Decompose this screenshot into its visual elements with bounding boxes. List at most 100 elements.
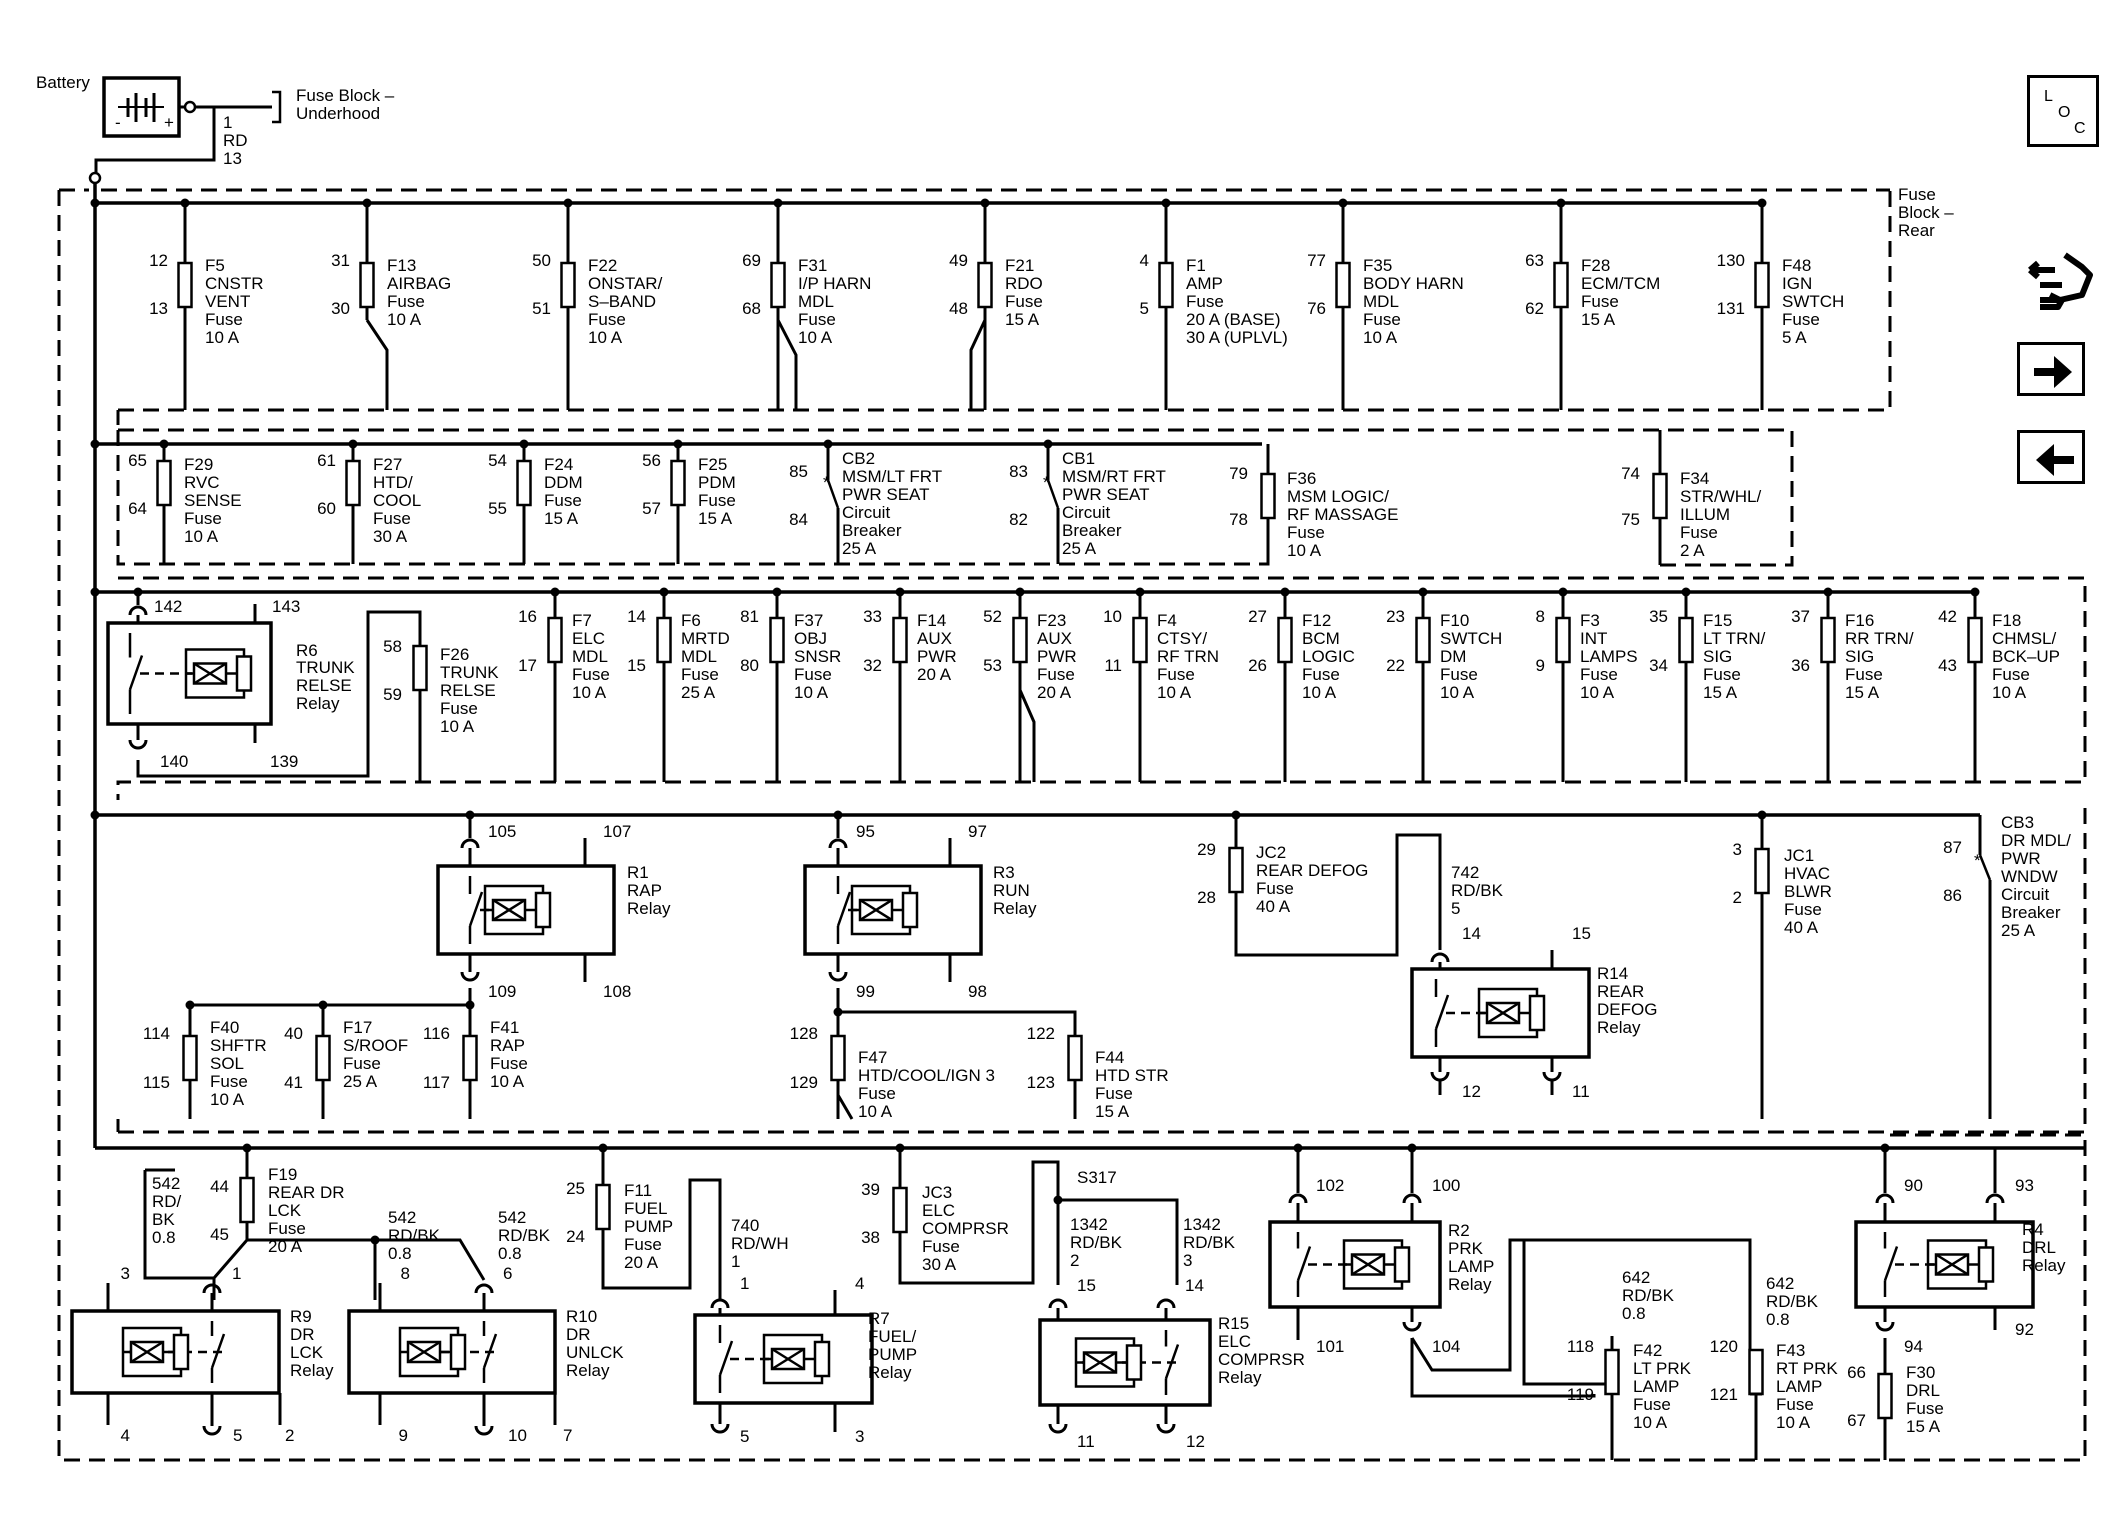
previous-page-button[interactable] bbox=[2017, 430, 2085, 484]
wire bbox=[1978, 854, 1992, 881]
label-f21: F21 bbox=[1005, 256, 1034, 275]
label-f6: Fuse bbox=[681, 665, 719, 684]
pin-number-f17: 40 bbox=[284, 1024, 303, 1043]
label-f6: F6 bbox=[681, 611, 701, 630]
label-f41: F41 bbox=[490, 1018, 519, 1037]
next-page-button[interactable] bbox=[2017, 342, 2085, 396]
label-r1: R1 bbox=[627, 863, 649, 882]
connector-symbol bbox=[128, 605, 148, 616]
pin-number-r7: 4 bbox=[855, 1274, 864, 1293]
battery-terminal: - bbox=[115, 113, 121, 132]
label-f43: 10 A bbox=[1776, 1413, 1811, 1432]
label-f4: Fuse bbox=[1157, 665, 1195, 684]
relay-resistor-branch bbox=[1926, 1239, 1988, 1290]
fuse-jc3 bbox=[892, 1186, 908, 1234]
splice-dot bbox=[370, 1235, 380, 1245]
label-f5: CNSTR bbox=[205, 274, 264, 293]
label-f5: 10 A bbox=[205, 328, 240, 347]
pin-number-r9: 5 bbox=[233, 1426, 242, 1445]
pin-number-r10: 10 bbox=[508, 1426, 527, 1445]
connector-symbol bbox=[474, 1425, 494, 1436]
label-f12: LOGIC bbox=[1302, 647, 1355, 666]
label-f26: F26 bbox=[440, 645, 469, 664]
connector-view-button[interactable] bbox=[2020, 245, 2100, 330]
pin-number-f21: 48 bbox=[949, 299, 968, 318]
label-f11: FUEL bbox=[624, 1199, 667, 1218]
label-f48: F48 bbox=[1782, 256, 1811, 275]
pin-number-f15: 34 bbox=[1649, 656, 1668, 675]
pin-number-r7: 3 bbox=[855, 1427, 864, 1446]
pin-number-f40: 115 bbox=[143, 1073, 170, 1092]
label-f4: F4 bbox=[1157, 611, 1177, 630]
label-f18: F18 bbox=[1992, 611, 2021, 630]
relay-resistor bbox=[813, 1340, 831, 1378]
fuse-block-underhood-bracket bbox=[272, 90, 282, 124]
label-f22: F22 bbox=[588, 256, 617, 275]
label-f27: 30 A bbox=[373, 527, 408, 546]
wire bbox=[1058, 1198, 1179, 1285]
label-f11: Fuse bbox=[624, 1235, 662, 1254]
label-jc3: 30 A bbox=[922, 1255, 957, 1274]
label-f22: ONSTAR/ bbox=[588, 274, 663, 293]
label-f17: Fuse bbox=[343, 1054, 381, 1073]
label-jc1: 40 A bbox=[1784, 918, 1819, 937]
fuse-f41 bbox=[462, 1034, 478, 1082]
label-f25: F25 bbox=[698, 455, 727, 474]
label-f10: DM bbox=[1440, 647, 1466, 666]
label-cb3: CB3 bbox=[2001, 813, 2034, 832]
pin-number-f12: 26 bbox=[1248, 656, 1267, 675]
pin-number-f5: 13 bbox=[149, 299, 168, 318]
label-f34: Fuse bbox=[1680, 523, 1718, 542]
relay-r7 bbox=[693, 1313, 874, 1405]
label-f26: 10 A bbox=[440, 717, 475, 736]
label-f31: Fuse bbox=[798, 310, 836, 329]
pin-number-r10: 9 bbox=[399, 1426, 408, 1445]
label-cb3: 25 A bbox=[2001, 921, 2036, 940]
label-f43: F43 bbox=[1776, 1341, 1805, 1360]
label-f29: F29 bbox=[184, 455, 213, 474]
label-f5: Fuse bbox=[205, 310, 243, 329]
pin-number-jc3: 38 bbox=[861, 1228, 880, 1247]
pin-number-f11: 24 bbox=[566, 1227, 585, 1246]
pin-number-r10: 6 bbox=[503, 1264, 512, 1283]
wire bbox=[776, 319, 798, 410]
pin-number-r9: 4 bbox=[121, 1426, 130, 1445]
wire-label-542: 542 bbox=[498, 1208, 526, 1227]
pin-number-f29: 65 bbox=[128, 451, 147, 470]
pin-number-f18: 43 bbox=[1938, 656, 1957, 675]
pin-number-f24: 55 bbox=[488, 499, 507, 518]
relay-switch bbox=[1434, 994, 1450, 1030]
pin-number-f3: 8 bbox=[1536, 607, 1545, 626]
relay-resistor-branch bbox=[184, 648, 246, 699]
label-r10: R10 bbox=[566, 1307, 597, 1326]
relay-coil bbox=[1935, 1253, 1969, 1276]
label-f11: F11 bbox=[624, 1181, 652, 1200]
label-r4: R4 bbox=[2022, 1220, 2044, 1239]
label-r10: DR bbox=[566, 1325, 591, 1344]
label-f14: F14 bbox=[917, 611, 946, 630]
label-f35: 10 A bbox=[1363, 328, 1398, 347]
label-jc3: COMPRSR bbox=[922, 1219, 1009, 1238]
pin-number-r3: 99 bbox=[856, 982, 875, 1001]
label-r4: Relay bbox=[2022, 1256, 2066, 1275]
relay-switch bbox=[1296, 1246, 1312, 1281]
pin-number-jc1: 2 bbox=[1733, 888, 1742, 907]
component-locator-button[interactable]: L O C bbox=[2027, 75, 2099, 147]
label-f40: SOL bbox=[210, 1054, 244, 1073]
label-f13: AIRBAG bbox=[387, 274, 451, 293]
pin-number-f15: 35 bbox=[1649, 607, 1668, 626]
label-f31: MDL bbox=[798, 292, 834, 311]
pin-number-f47: 128 bbox=[790, 1024, 818, 1043]
label-f36: MSM LOGIC/ bbox=[1287, 487, 1389, 506]
pin-number-r9: 2 bbox=[285, 1426, 294, 1445]
label-f34: STR/WHL/ bbox=[1680, 487, 1762, 506]
connector-symbol bbox=[828, 838, 848, 849]
label-f7: ELC bbox=[572, 629, 605, 648]
relay-resistor bbox=[1393, 1246, 1411, 1283]
label-f34: F34 bbox=[1680, 469, 1709, 488]
pin-number-f17: 41 bbox=[284, 1073, 303, 1092]
label-f14: PWR bbox=[917, 647, 957, 666]
fuse-f30 bbox=[1877, 1372, 1893, 1420]
label-f11: PUMP bbox=[624, 1217, 673, 1236]
pin-number-f42: 118 bbox=[1567, 1337, 1594, 1356]
